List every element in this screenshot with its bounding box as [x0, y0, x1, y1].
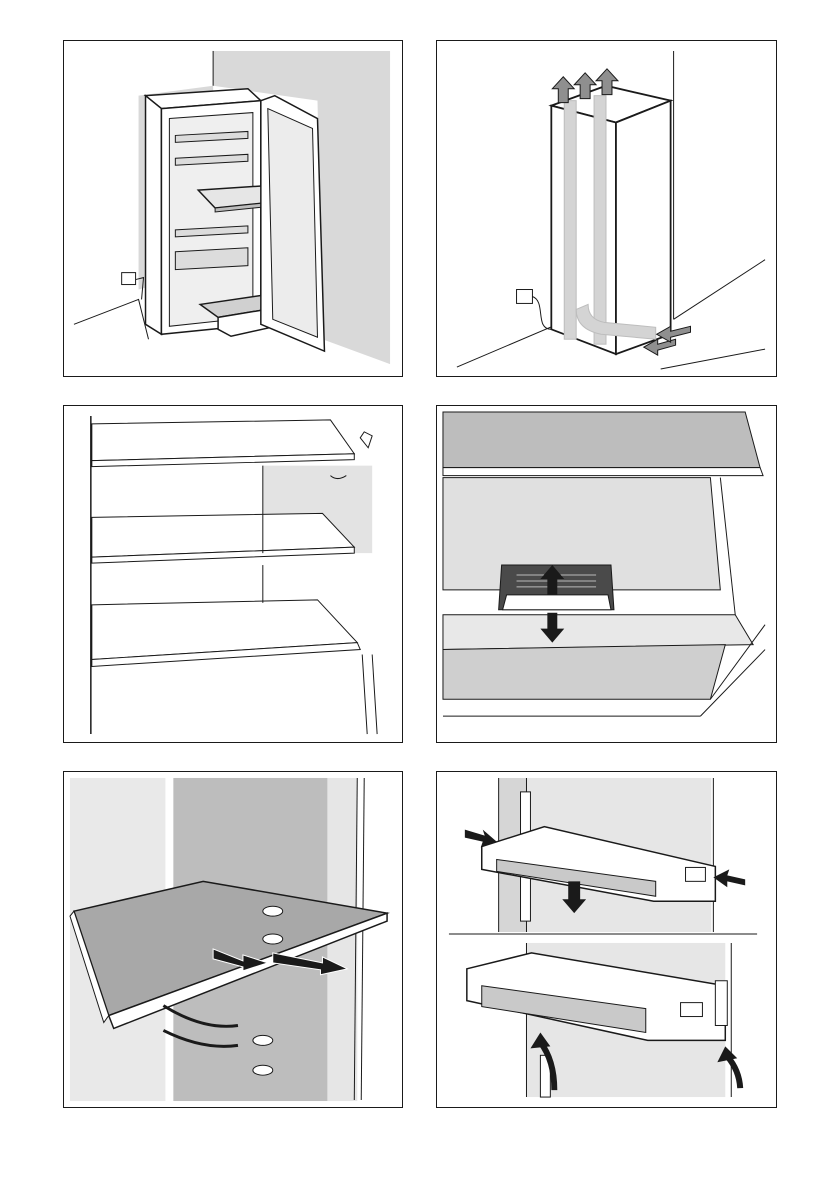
- drawer-removal-illustration: [436, 405, 777, 743]
- up-down-arrow-icon: [437, 406, 776, 742]
- installation-location-illustration: [63, 40, 403, 377]
- ventilation-airflow-illustration: [436, 40, 777, 377]
- airflow-arrows-icon: [437, 41, 776, 376]
- pull-out-arrow-icon: [64, 772, 402, 1107]
- press-and-lift-arrows-icon: [437, 772, 776, 1107]
- shelves-interior-illustration: [63, 405, 403, 743]
- shelves-icon: [64, 406, 402, 742]
- freezer-open-door-icon: [64, 41, 402, 376]
- door-rack-removal-illustration: [436, 771, 777, 1108]
- shelf-removal-illustration: [63, 771, 403, 1108]
